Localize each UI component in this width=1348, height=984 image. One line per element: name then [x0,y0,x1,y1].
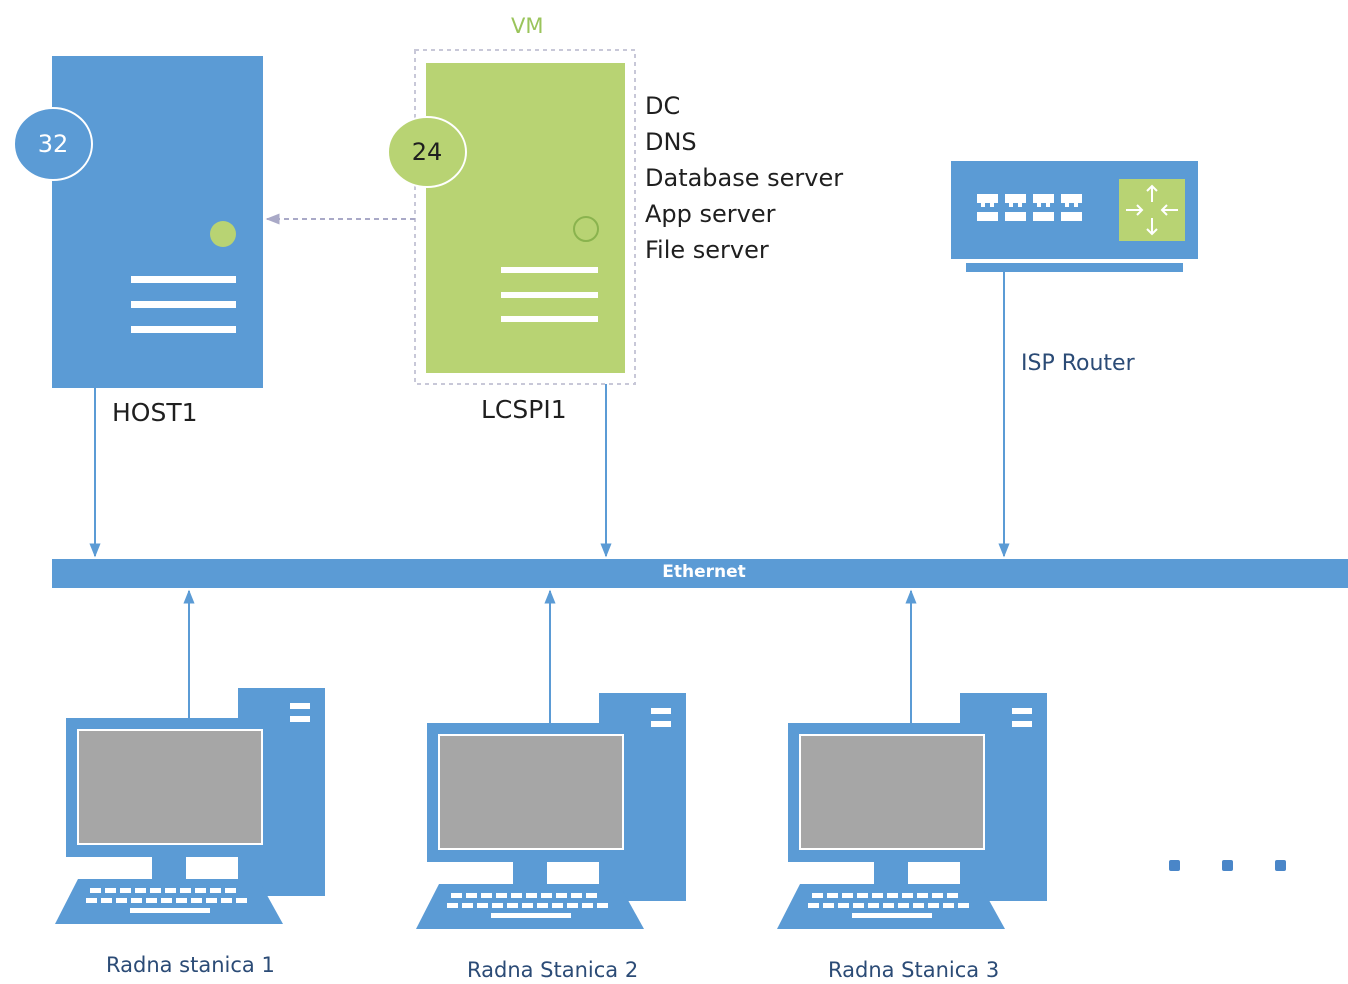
host-badge-circle [13,107,93,181]
vm-role-item: File server [645,236,769,264]
vm-frame [414,49,636,385]
vm-badge-circle [387,116,467,188]
workstation-label: Radna Stanica 3 [828,958,1000,982]
ethernet-label: Ethernet [662,562,746,582]
workstation-label: Radna stanica 1 [106,953,275,977]
vm-badge: 24 [411,138,443,166]
vm-role-item: Database server [645,164,844,192]
router-icon [951,161,1198,272]
workstation-icon [55,688,325,924]
vm-role-item: DC [645,92,681,120]
host-badge: 32 [37,130,69,158]
workstation-icon [415,692,687,930]
vm-name-label: LCSPI1 [481,395,567,424]
vm-role-item: App server [645,200,776,228]
host-name-label: HOST1 [112,398,198,427]
vm-tag-label: VM [511,14,544,38]
workstation-icon [776,692,1048,930]
workstation-label: Radna Stanica 2 [467,958,639,982]
router-label: ISP Router [1021,351,1135,376]
vm-server-icon [426,63,625,373]
host-server-icon [52,56,263,388]
vm-roles-list: DC DNS Database server App server File s… [645,88,843,268]
vm-role-item: DNS [645,128,697,156]
ellipsis-icon [1169,860,1286,871]
ethernet-bus [52,559,1348,588]
